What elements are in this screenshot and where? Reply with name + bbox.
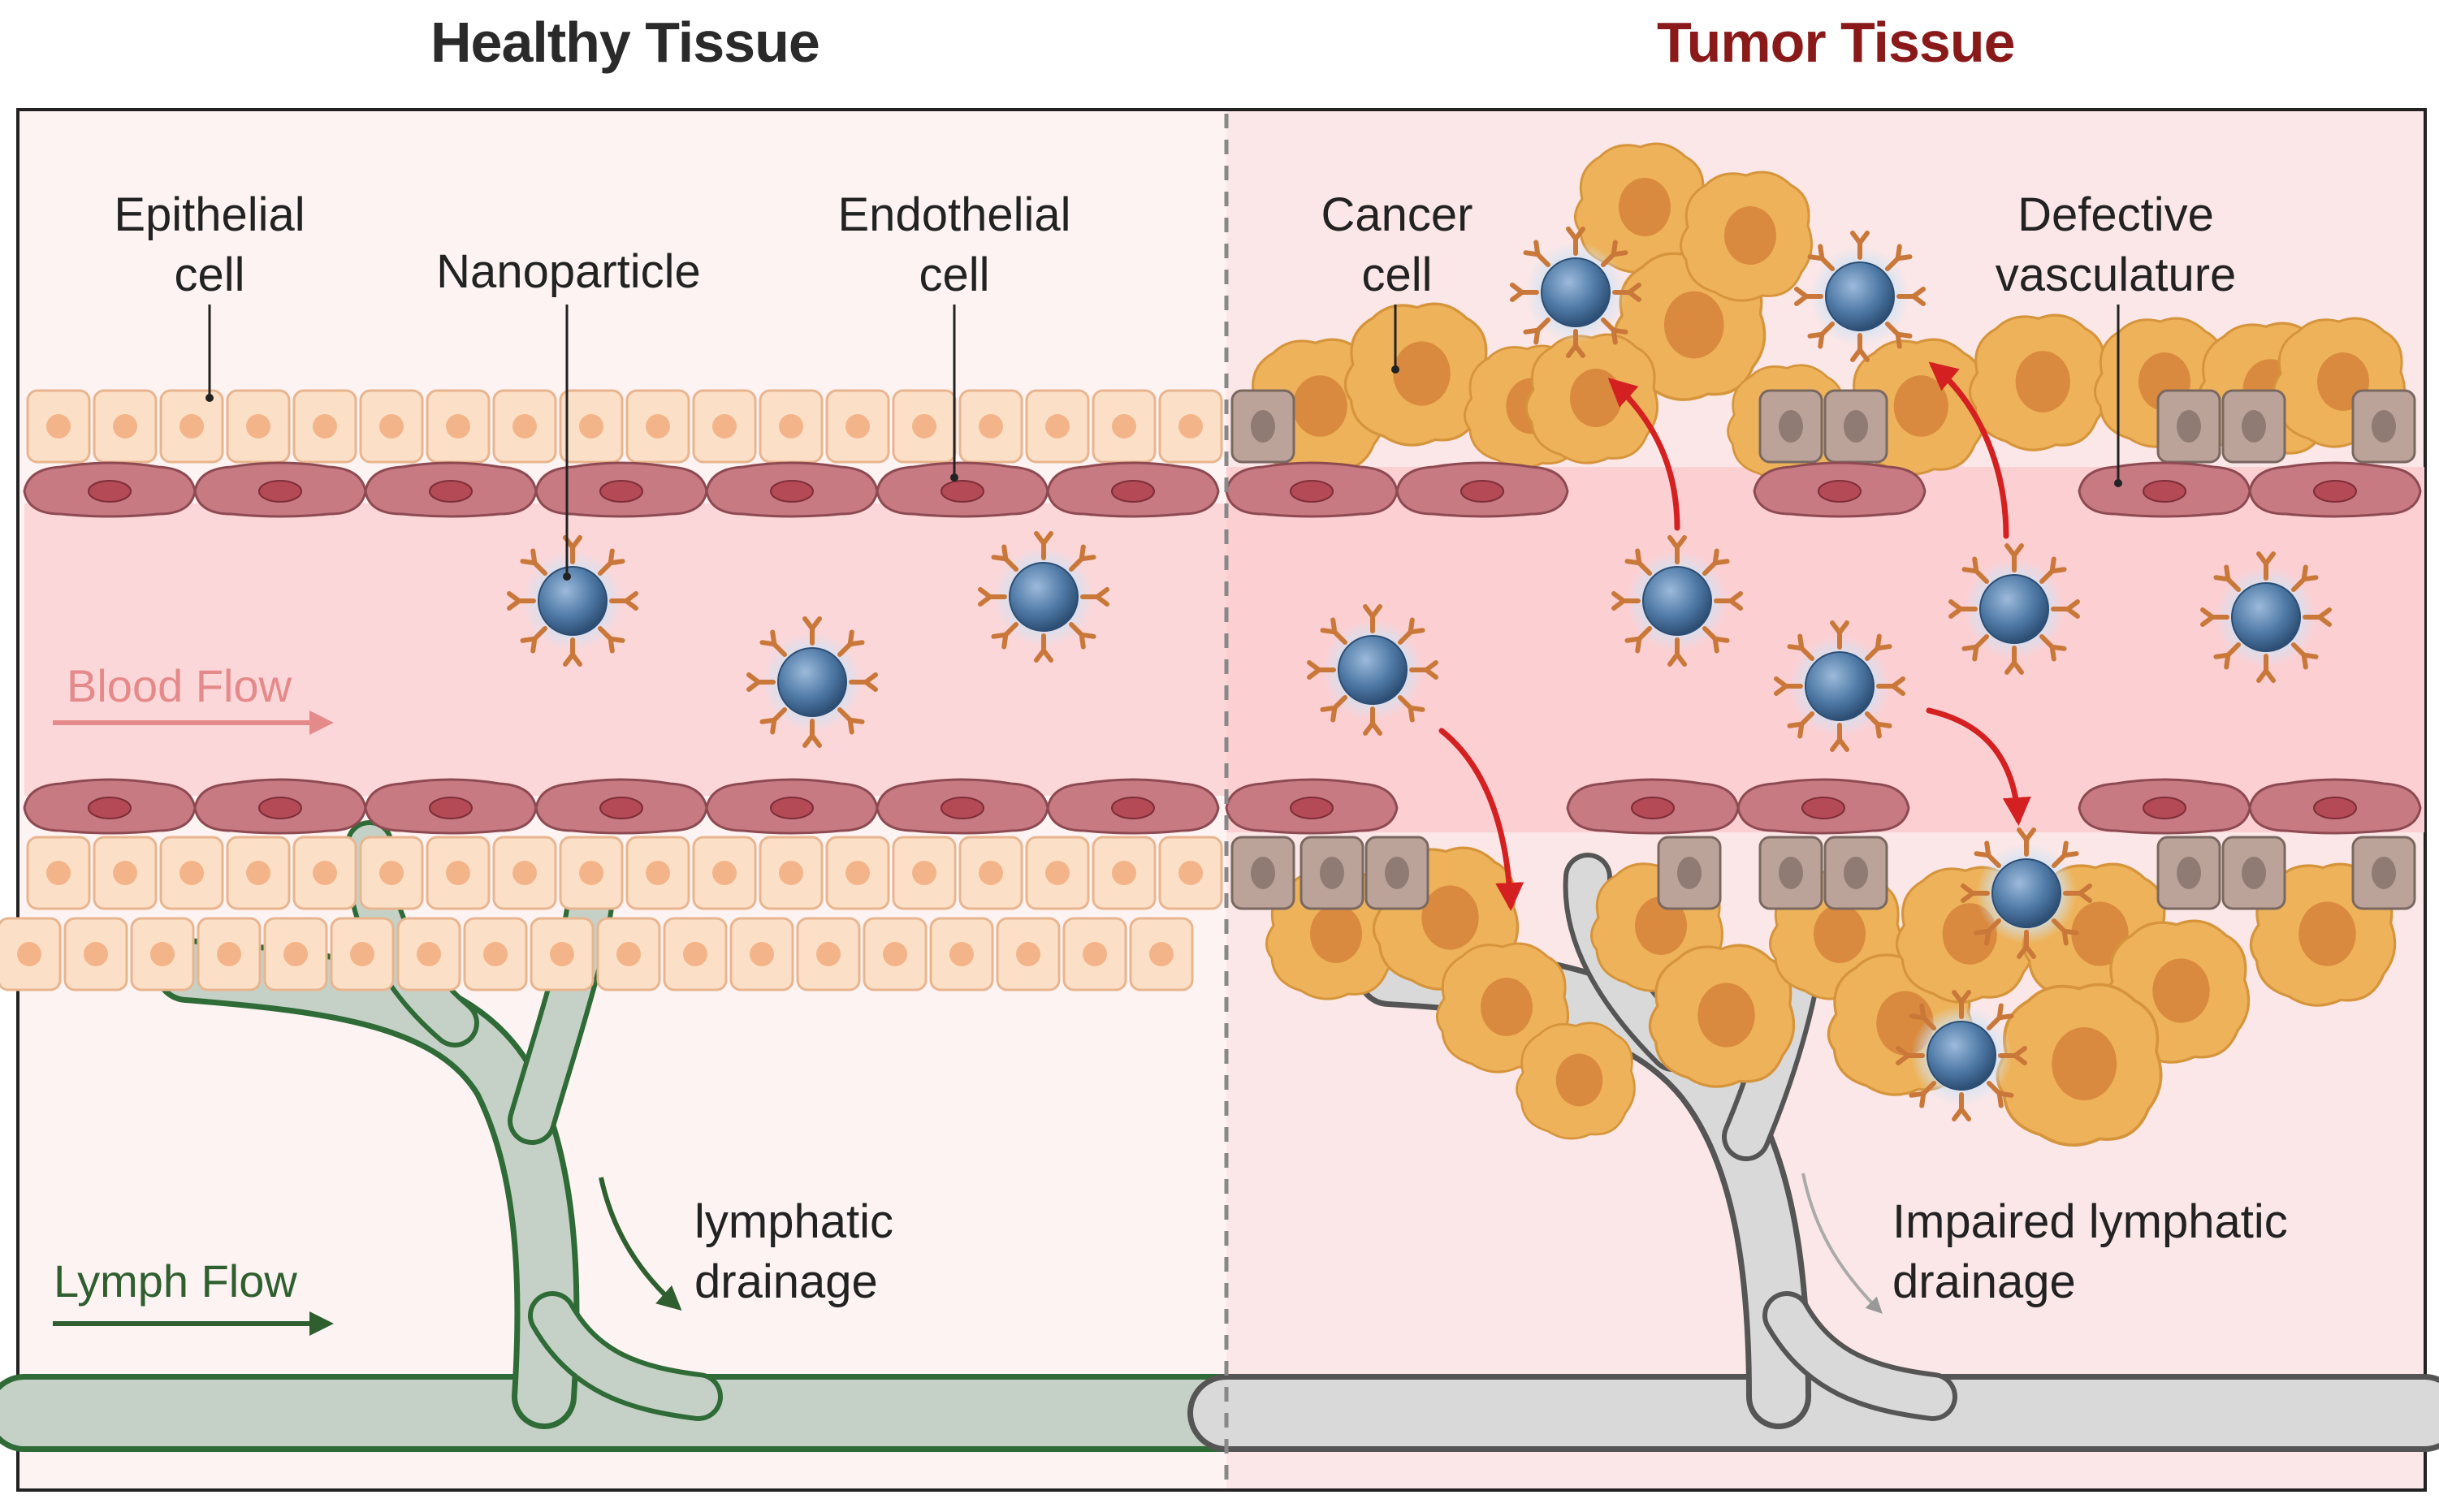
epi-cell [226,836,291,910]
epi-cell [825,836,890,910]
epi-cell [93,836,158,910]
epi-cell [863,917,928,991]
endo-cell [193,778,367,835]
epi-cell [929,917,994,991]
defective-vasculature-label: Defective vasculature [1982,185,2250,305]
tumor-tissue-title: Tumor Tissue [1657,11,2016,74]
epi-cell [492,836,557,910]
epi-cell [663,917,728,991]
epi-cell [1092,836,1157,910]
epi-cell [130,917,195,991]
epi-cell [197,917,262,991]
lymphatic-drainage-label: lymphatic drainage [694,1192,893,1312]
endo-cell [193,461,367,518]
endo-cell [705,778,879,835]
epi-cell [26,389,91,464]
epi-cell [226,389,291,464]
endo-cell [364,778,538,835]
epi-cell [559,836,624,910]
epithelial-cell-label: Epithelial cell [96,185,323,305]
epi-cell [492,389,557,464]
epi-cell [892,389,957,464]
epithelial-label-line2: cell [174,248,245,301]
epi-cell [93,389,158,464]
epi-cell [1062,917,1127,991]
endo-cell [876,461,1049,518]
epi-cell [26,836,91,910]
cancer-label-line1: Cancer [1321,188,1473,241]
diagram-frame [16,108,2427,1492]
endothelial-label-line1: Endothelial [837,188,1071,241]
endo-cell [364,461,538,518]
epi-cell [996,917,1061,991]
epi-cell [1025,836,1090,910]
epi-cell [292,836,357,910]
epi-cell [625,836,690,910]
epi-cell [596,917,661,991]
endothelial-cell-label: Endothelial cell [824,185,1084,305]
epi-cell [692,389,757,464]
epi-cell [63,917,128,991]
endo-cell [534,778,708,835]
epi-cell [263,917,328,991]
epi-cell [530,917,595,991]
epi-cell [1025,389,1090,464]
epi-cell [796,917,861,991]
epi-cell [359,836,424,910]
epi-cell [1158,836,1223,910]
leader-dots [205,365,2122,581]
epi-cell [1092,389,1157,464]
epi-cell [292,389,357,464]
lymph-flow-label: Lymph Flow [54,1255,297,1307]
endo-cell [705,461,879,518]
endo-cell [23,778,197,835]
blood-flow-label: Blood Flow [67,660,292,711]
epi-cell [159,836,224,910]
impaired-label-line2: drainage [1892,1255,2076,1308]
epi-cell [396,917,461,991]
endo-cell [534,461,708,518]
epi-cell [159,389,224,464]
lymphatic-drainage-arrow [599,1177,682,1311]
epi-cell [426,836,491,910]
impaired-label-line1: Impaired lymphatic [1892,1195,2288,1248]
defective-label-line1: Defective [2017,188,2214,241]
lymphatic-label-line1: lymphatic [694,1195,893,1248]
cancer-cell-label: Cancer cell [1291,185,1503,305]
epi-cell [1158,389,1223,464]
leader-lines [208,305,2120,577]
epithelial-label-line1: Epithelial [114,188,305,241]
extravasation-arrows [1438,361,2031,911]
endothelial-label-line2: cell [919,248,990,301]
nanoparticle-label-text: Nanoparticle [436,245,701,298]
epi-cell [0,917,62,991]
healthy-tissue-title: Healthy Tissue [430,11,820,74]
epi-cell [958,389,1023,464]
endo-cell [1046,778,1220,835]
epi-cell [359,389,424,464]
epi-cell [892,836,957,910]
cancer-label-line2: cell [1361,248,1433,301]
defective-label-line2: vasculature [1995,248,2237,301]
epi-cell [759,389,824,464]
epi-cell [759,836,824,910]
epi-cell [825,389,890,464]
epi-cell [625,389,690,464]
epi-cell [692,836,757,910]
impaired-drainage-arrow [1801,1173,1883,1314]
epi-cell [729,917,794,991]
epi-cell [1129,917,1194,991]
epi-cell [426,389,491,464]
endo-cell [876,778,1049,835]
impaired-drainage-label: Impaired lymphatic drainage [1892,1192,2288,1312]
lymphatic-label-line2: drainage [694,1255,878,1308]
nanoparticle-label: Nanoparticle [422,242,715,302]
endo-cell [1046,461,1220,518]
epi-cell [559,389,624,464]
epi-cell [958,836,1023,910]
endo-cell [23,461,197,518]
epi-cell [463,917,528,991]
epi-cell [330,917,395,991]
